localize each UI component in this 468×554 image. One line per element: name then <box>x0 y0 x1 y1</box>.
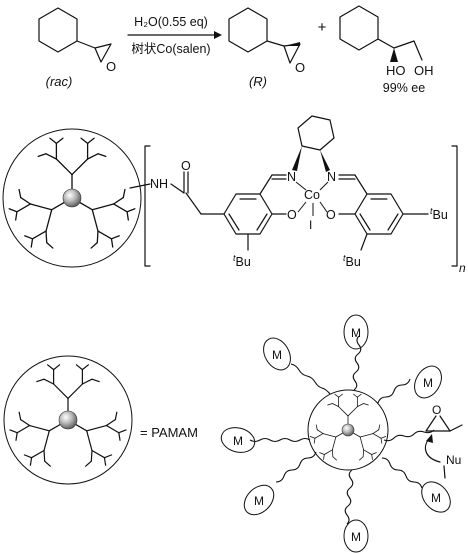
attack-arrowhead <box>426 434 433 443</box>
diol-ho-label: HO <box>386 63 406 78</box>
assembly-core <box>307 389 389 471</box>
metal-unit-left: M <box>220 427 256 453</box>
tbu-right-label: tBu <box>430 206 448 222</box>
diol-oh-label: OH <box>414 63 434 78</box>
enantiomeric-excess: 99% ee <box>383 81 425 95</box>
reaction-scheme: O (rac) H₂O(0.55 eq) 树状Co(salen) O (R) +… <box>38 5 434 95</box>
metal-label: M <box>272 348 282 362</box>
imine-n-right-label: N <box>327 170 336 184</box>
pamam-sphere-icon <box>3 355 133 485</box>
dendrimer-core <box>2 128 142 268</box>
epoxide-oxygen-label: O <box>106 59 116 74</box>
metal-unit-lower-right: M <box>421 481 451 513</box>
water-reagent: H₂O(0.55 eq) <box>134 15 208 29</box>
metal-unit-lower-left: M <box>243 484 275 516</box>
metal-label: M <box>351 326 361 340</box>
repeat-index: n <box>459 261 466 275</box>
imine-n-left-label: N <box>287 170 296 184</box>
iodide-label: I <box>309 218 312 232</box>
racemic-epoxide-structure: O <box>38 7 116 74</box>
tbu-bottom-left-label: tBu <box>233 253 251 269</box>
metal-dendrimer-assembly: M M M M M M M O <box>220 314 463 553</box>
catalyst-reagent: 树状Co(salen) <box>131 41 210 56</box>
tether-lower-left <box>275 451 317 483</box>
tether-lower-right <box>381 457 423 489</box>
metal-unit-upper-right: M <box>414 365 442 399</box>
metal-unit-top: M <box>343 314 369 350</box>
tether-left <box>249 437 311 443</box>
metal-label: M <box>233 434 243 448</box>
nucleophile-bond <box>443 465 446 479</box>
r-epoxide-oxygen-label: O <box>295 60 305 75</box>
metal-unit-bottom: M <box>343 519 369 553</box>
bound-epoxide: O <box>425 403 463 432</box>
bound-epoxide-oxygen: O <box>432 403 441 417</box>
pamam-equals-label: = PAMAM <box>140 425 198 440</box>
plus-sign: + <box>318 19 327 36</box>
metal-label: M <box>423 376 433 390</box>
nucleophile-label: Nu <box>446 453 461 467</box>
metal-unit-upper-left: M <box>263 337 291 371</box>
diol-structure <box>339 5 423 62</box>
tbu-bottom-right-label: tBu <box>343 253 361 269</box>
tether-right <box>383 429 435 442</box>
phenoxide-o-left-label: O <box>287 208 297 222</box>
amide-nh-label: NH <box>150 177 168 191</box>
metal-label: M <box>431 491 441 505</box>
carbonyl-o-label: O <box>181 159 191 173</box>
tether-top <box>352 335 362 391</box>
metal-label: M <box>254 494 264 508</box>
cobalt-label: Co <box>304 188 320 202</box>
dendrimer-catalyst-structure: n NH O N O tBu Co I N <box>2 115 466 275</box>
reaction-arrowhead <box>214 31 222 39</box>
repeat-bracket-right <box>451 145 458 267</box>
pamam-legend: = PAMAM <box>3 355 198 485</box>
r-label: (R) <box>249 74 267 89</box>
racemic-label: (rac) <box>46 74 73 89</box>
metal-label: M <box>351 530 361 544</box>
repeat-bracket-left <box>144 145 151 267</box>
r-epoxide-structure: O <box>228 7 305 75</box>
phenoxide-o-right-label: O <box>326 208 336 222</box>
tether-upper-left <box>290 363 331 395</box>
tether-bottom <box>344 469 354 525</box>
tether-upper-right <box>377 378 411 404</box>
